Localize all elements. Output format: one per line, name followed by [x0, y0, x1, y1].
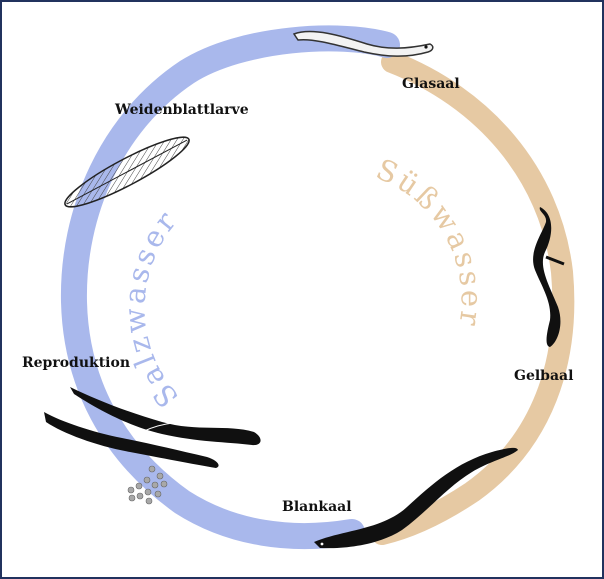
label-blankaal: Blankaal: [282, 499, 352, 515]
label-reproduktion: Reproduktion: [22, 355, 130, 371]
yellow-eel-icon: [533, 207, 565, 347]
glass-eel-icon: [292, 30, 434, 57]
eggs-icon: [127, 465, 168, 505]
label-glasaal: Glasaal: [402, 76, 460, 92]
salt-water-label: Salzwasser: [117, 203, 185, 414]
label-weidenblattlarve: Weidenblattlarve: [114, 102, 249, 118]
leaf-larva-icon: [64, 136, 190, 208]
fresh-water-band: [371, 51, 575, 545]
label-gelbaal: Gelbaal: [514, 368, 573, 384]
salt-water-band: [60, 25, 400, 550]
fresh-water-label: Süßwasser: [371, 152, 488, 331]
silver-eel-icon: [314, 447, 518, 549]
spawning-eels-icon: [44, 387, 261, 468]
